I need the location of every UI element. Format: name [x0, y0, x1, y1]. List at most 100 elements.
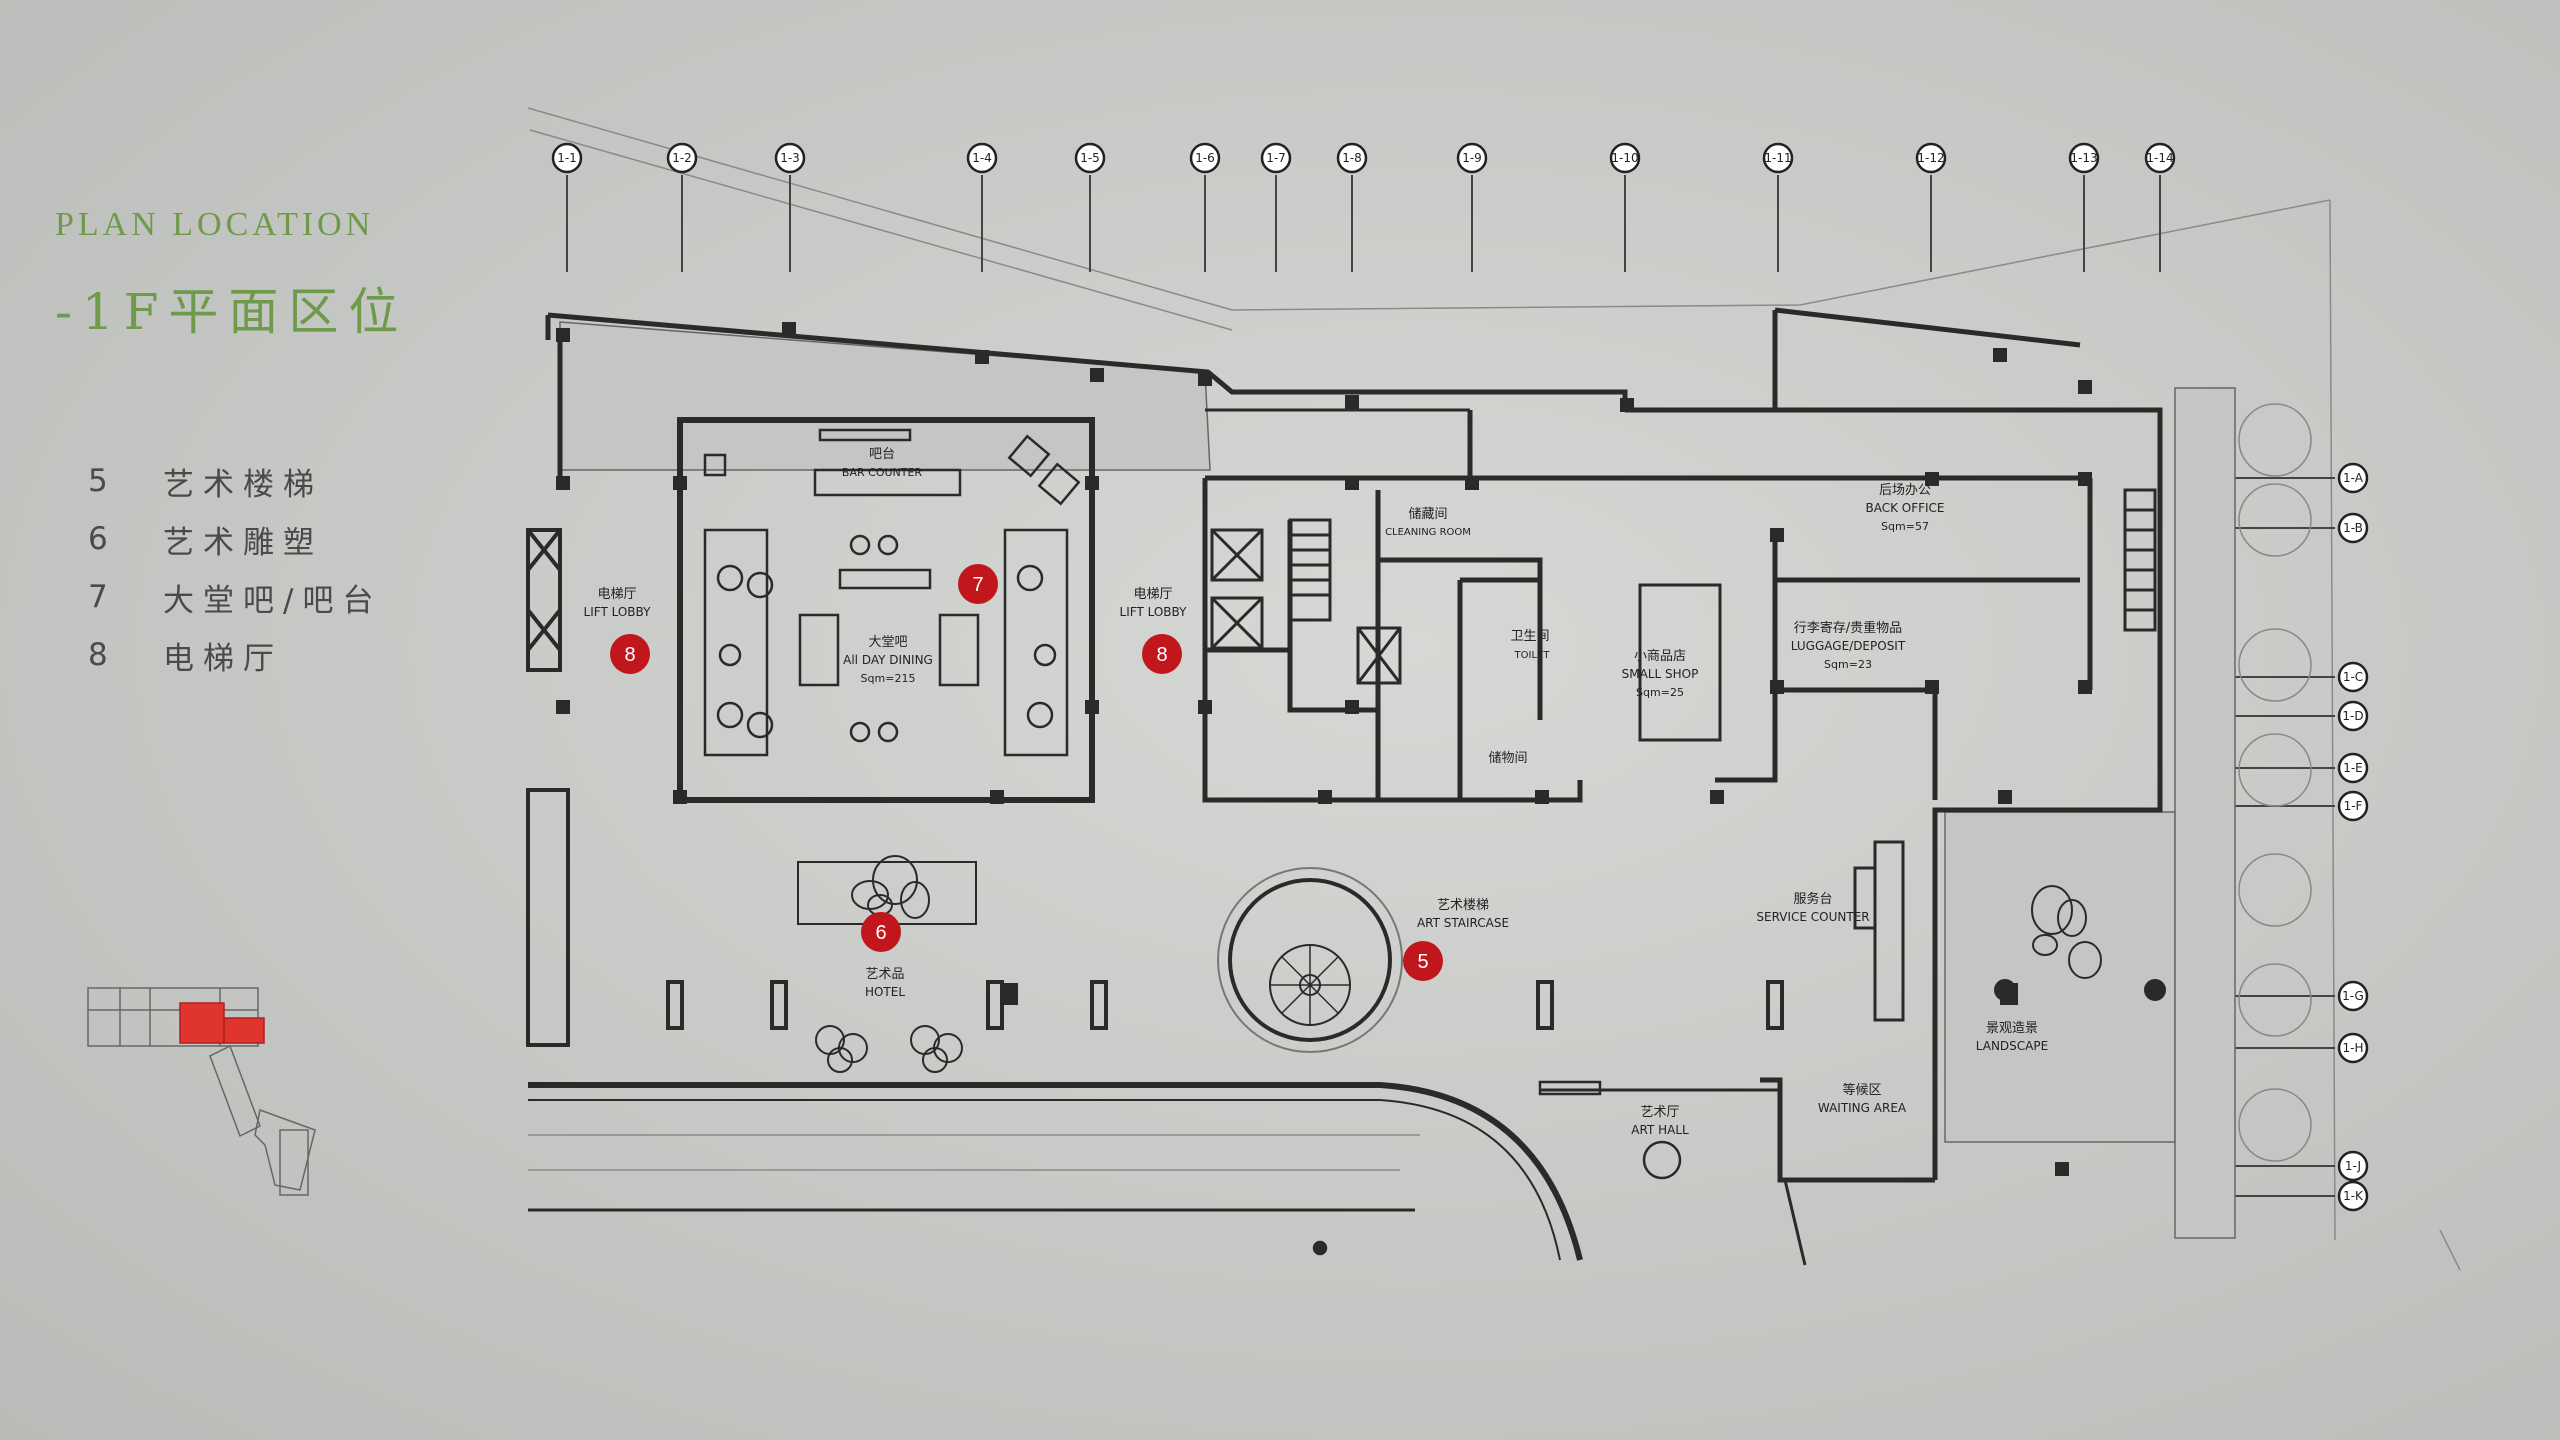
grid-bubble — [1915, 142, 1947, 174]
marker-lift-lobby-left: 8 — [610, 634, 650, 674]
label-luggage-cn: 行李寄存/贵重物品 — [1794, 620, 1902, 636]
marker-lift-lobby-right: 8 — [1142, 634, 1182, 674]
sculpture — [797, 855, 977, 1073]
legend-num: 6 — [88, 521, 108, 557]
label-luggage-en: LUGGAGE/DEPOSIT — [1791, 639, 1906, 653]
art-hall-details — [1312, 1080, 1682, 1256]
legend-label: 大堂吧/吧台 — [163, 582, 383, 619]
label-landscape-en: LANDSCAPE — [1976, 1039, 2048, 1053]
columns — [556, 322, 2092, 1176]
grid-bubble — [774, 142, 806, 174]
grid-label: 1-11 — [1764, 151, 1791, 165]
marker-number: 8 — [624, 644, 635, 666]
marker-number: 8 — [1156, 644, 1167, 666]
label-art-hall-cn: 艺术厅 — [1640, 1105, 1679, 1120]
trees — [2238, 403, 2312, 1162]
label-shop-area: Sqm=25 — [1636, 686, 1684, 699]
label-lift-lobby-right-en: LIFT LOBBY — [1120, 605, 1188, 619]
grid-label: 1-F — [2344, 799, 2363, 813]
label-back-office-en: BACK OFFICE — [1865, 501, 1944, 515]
grid-label: 1-4 — [972, 151, 992, 165]
site-lines — [527, 107, 2461, 1271]
grid-label: 1-2 — [672, 151, 692, 165]
label-toilet-en: TOILET — [1514, 650, 1551, 661]
label-back-office-cn: 后场办公 — [1879, 483, 1931, 498]
label-art-hall-en: ART HALL — [1631, 1123, 1689, 1137]
grid-label: 1-A — [2343, 471, 2364, 485]
grid-bubble — [1456, 142, 1488, 174]
grid-label: 1-H — [2343, 1041, 2364, 1055]
grid-top-labels: 1-1 1-2 1-3 1-4 1-5 1-6 1-7 1-8 1-9 1-10… — [557, 151, 2173, 165]
spiral-staircase — [1217, 867, 1403, 1053]
label-dining-area: Sqm=215 — [861, 672, 916, 685]
label-shop-en: SMALL SHOP — [1622, 667, 1699, 681]
grid-bubble — [1260, 142, 1292, 174]
legend-label: 艺术雕塑 — [163, 524, 323, 561]
grid-bubble — [966, 142, 998, 174]
label-waiting-en: WAITING AREA — [1818, 1101, 1907, 1115]
grid-bubble — [1189, 142, 1221, 174]
grid-label: 1-1 — [557, 151, 577, 165]
grid-bubble — [551, 142, 583, 174]
marker-lobby-bar: 7 — [958, 564, 998, 604]
marker-number: 6 — [875, 922, 886, 944]
landscape-feature — [1994, 885, 2166, 1001]
label-staircase-cn: 艺术楼梯 — [1437, 898, 1489, 913]
grid-label: 1-10 — [1611, 151, 1638, 165]
grid-right — [2235, 477, 2335, 1197]
grid-label: 1-9 — [1462, 151, 1482, 165]
grid-label: 1-8 — [1342, 151, 1362, 165]
label-shop-cn: 小商品店 — [1634, 649, 1686, 664]
grid-label: 1-D — [2342, 709, 2363, 723]
legend-item: 6 艺术雕塑 — [88, 510, 382, 568]
legend-item: 7 大堂吧/吧台 — [88, 568, 382, 626]
grid-label: 1-5 — [1080, 151, 1100, 165]
title-chinese: -1F平面区位 — [55, 283, 409, 341]
grid-label: 1-6 — [1195, 151, 1215, 165]
label-lift-lobby-right-cn: 电梯厅 — [1133, 587, 1172, 602]
legend-num: 7 — [88, 579, 108, 615]
label-luggage-area: Sqm=23 — [1824, 658, 1872, 671]
label-bar-en: BAR COUNTER — [842, 466, 922, 479]
elevators — [1210, 488, 2157, 685]
legend-label: 艺术楼梯 — [163, 466, 323, 503]
grid-label: 1-7 — [1266, 151, 1286, 165]
label-storage2-cn: 储物间 — [1488, 751, 1527, 766]
key-plan-highlight — [179, 1002, 225, 1044]
label-toilet-cn: 卫生间 — [1510, 629, 1549, 644]
grid-bubble — [1609, 142, 1641, 174]
grid-right-bubbles — [2337, 462, 2369, 1212]
grid-label: 1-J — [2345, 1159, 2361, 1173]
grid-bubble — [2144, 142, 2176, 174]
grid-bubble — [1074, 142, 1106, 174]
grid-label: 1-14 — [2146, 151, 2173, 165]
grid-bubble — [666, 142, 698, 174]
title-english: PLAN LOCATION — [55, 206, 375, 243]
label-artwork-en: HOTEL — [865, 985, 905, 999]
legend-label: 电梯厅 — [163, 640, 283, 677]
label-lift-lobby-left-cn: 电梯厅 — [597, 587, 636, 602]
label-service-cn: 服务台 — [1793, 891, 1832, 907]
grid-label: 1-12 — [1917, 151, 1944, 165]
marker-staircase: 5 — [1403, 941, 1443, 981]
lobby-columns — [666, 980, 1784, 1030]
grid-label: 1-B — [2343, 521, 2363, 535]
legend-item: 5 艺术楼梯 — [88, 452, 382, 510]
grid-bubble — [2068, 142, 2100, 174]
service-counter — [1853, 840, 1905, 1022]
legend-item: 8 电梯厅 — [88, 626, 382, 684]
label-bar-cn: 吧台 — [869, 447, 895, 462]
grid-label: 1-E — [2343, 761, 2363, 775]
legend-num: 8 — [88, 637, 108, 673]
label-dining-cn: 大堂吧 — [868, 635, 907, 650]
dining-furniture — [703, 428, 1081, 757]
label-staircase-en: ART STAIRCASE — [1417, 916, 1509, 930]
legend: 5 艺术楼梯 6 艺术雕塑 7 大堂吧/吧台 8 电梯厅 — [88, 452, 382, 684]
label-back-office-area: Sqm=57 — [1881, 520, 1929, 533]
label-landscape-cn: 景观造景 — [1986, 1021, 2038, 1036]
grid-top — [566, 175, 2161, 272]
grid-label: 1-3 — [780, 151, 800, 165]
label-lift-lobby-left-en: LIFT LOBBY — [584, 605, 652, 619]
grid-bubble — [1336, 142, 1368, 174]
